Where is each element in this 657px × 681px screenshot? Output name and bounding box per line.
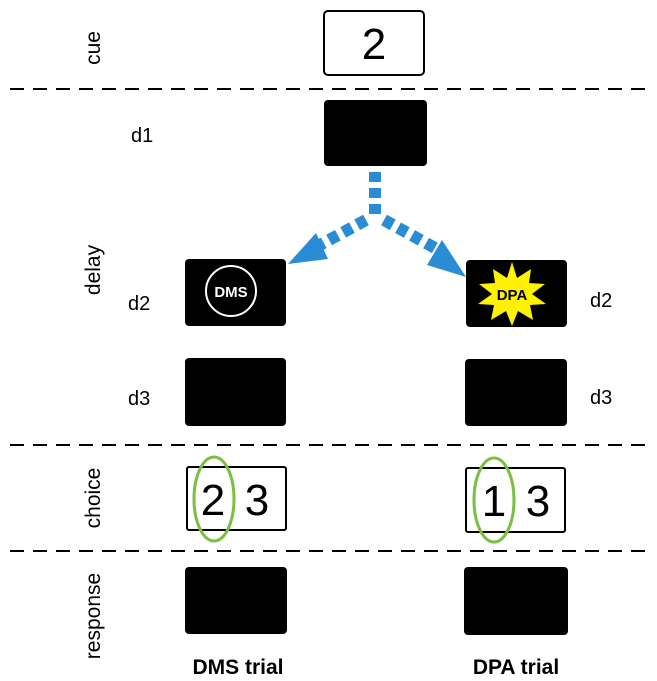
phase-label-cue: cue (82, 31, 105, 65)
dpa-correct-choice-highlight (472, 456, 516, 544)
dpa-choice-option-a: 1 (482, 477, 506, 526)
dpa-burst-icon (478, 262, 546, 326)
d1-label: d1 (131, 125, 153, 147)
dms-badge-circle (205, 265, 257, 317)
dpa-choice-option-b: 3 (526, 477, 550, 526)
dpa-response-screen (464, 567, 568, 635)
dms-choice-option-b: 3 (245, 476, 269, 525)
dms-trial-caption: DMS trial (192, 656, 283, 679)
arrow-to-dms-shaft (315, 214, 369, 252)
dms-correct-choice-highlight (192, 455, 236, 543)
d1-screen (324, 100, 427, 166)
dms-d3-screen (185, 358, 286, 426)
dms-badge-label: DMS (214, 284, 247, 301)
d3-right-label: d3 (590, 387, 612, 409)
dpa-d3-screen (465, 359, 567, 426)
dpa-trial-caption: DPA trial (473, 656, 559, 679)
dpa-badge-label: DPA (497, 287, 528, 304)
arrow-to-dpa-head (427, 240, 466, 277)
cue-digit: 2 (362, 20, 386, 69)
dms-choice-screen (186, 466, 287, 531)
phase-label-choice: choice (82, 468, 105, 529)
cue-screen (323, 10, 425, 76)
dms-choice-option-a: 2 (201, 476, 225, 525)
arrow-to-dms-head (288, 233, 328, 264)
dms-response-screen (185, 567, 287, 634)
d2-right-label: d2 (590, 290, 612, 312)
d2-left-label: d2 (128, 293, 150, 315)
branch-arrows (288, 172, 466, 277)
phase-label-delay: delay (82, 244, 105, 295)
d3-left-label: d3 (128, 388, 150, 410)
arrow-to-dpa-shaft (381, 214, 438, 254)
phase-label-response: response (82, 573, 105, 659)
